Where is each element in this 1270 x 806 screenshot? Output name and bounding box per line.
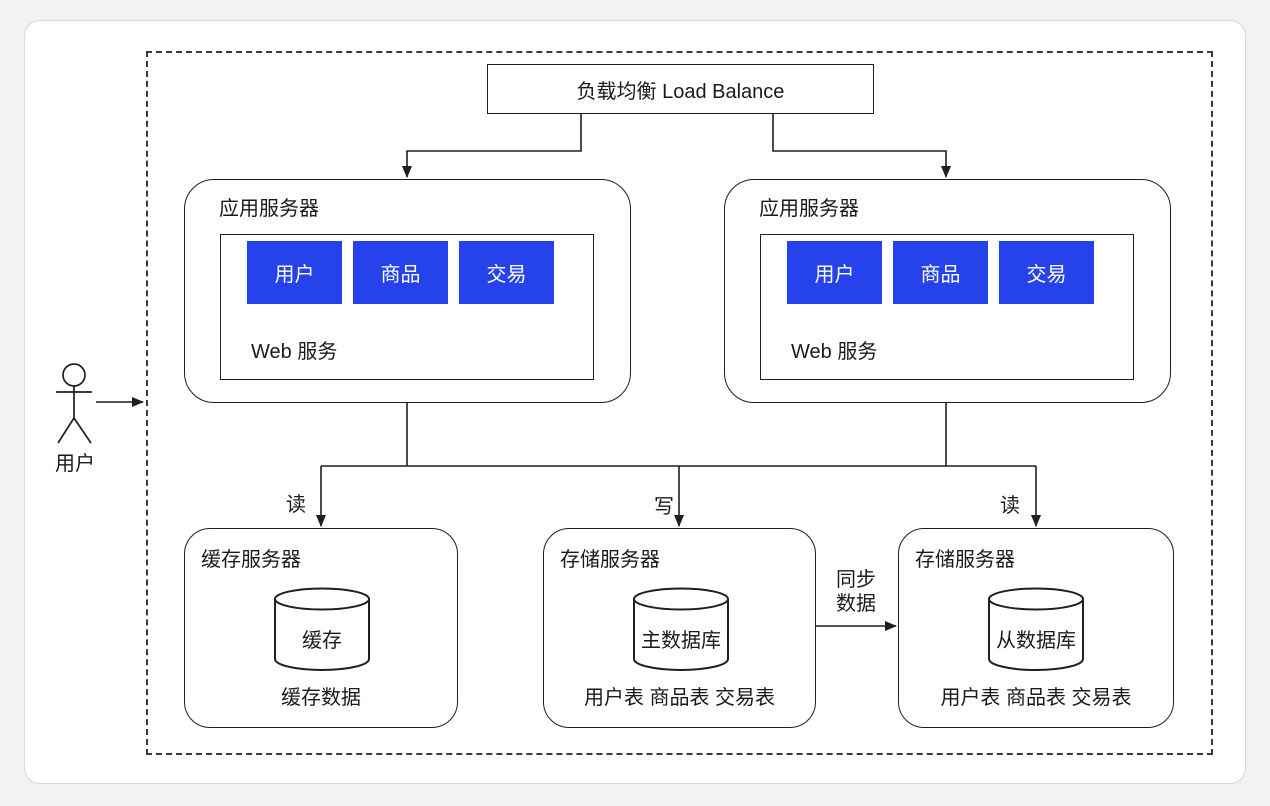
slave-storage-title: 存储服务器 — [915, 549, 1015, 571]
web-service-box: 用户 商品 交易 Web 服务 — [220, 234, 594, 380]
database-cylinder-icon — [274, 587, 370, 671]
module-box-user: 用户 — [787, 241, 882, 304]
module-box-trade: 交易 — [999, 241, 1094, 304]
diagram-card: 负载均衡 Load Balance 应用服务器 用户 商品 交易 Web 服务 … — [24, 20, 1246, 784]
system-boundary — [146, 51, 1213, 755]
module-box-product: 商品 — [893, 241, 988, 304]
master-db-label: 主数据库 — [641, 629, 721, 652]
master-storage-title: 存储服务器 — [560, 549, 660, 571]
app-server-title: 应用服务器 — [219, 198, 319, 220]
load-balancer-label: 负载均衡 Load Balance — [576, 80, 785, 103]
slave-db-label: 从数据库 — [996, 629, 1076, 652]
cache-data-label: 缓存数据 — [281, 687, 361, 709]
module-box-trade: 交易 — [459, 241, 554, 304]
edge-label-read-slave: 读 — [1000, 495, 1020, 517]
master-storage-node: 存储服务器 主数据库 用户表 商品表 交易表 — [543, 528, 816, 728]
module-box-product: 商品 — [353, 241, 448, 304]
slave-storage-node: 存储服务器 从数据库 用户表 商品表 交易表 — [898, 528, 1174, 728]
edge-label-write-master: 写 — [654, 496, 674, 518]
cache-server-node: 缓存服务器 缓存 缓存数据 — [184, 528, 458, 728]
master-tables-label: 用户表 商品表 交易表 — [583, 687, 776, 709]
module-box-user: 用户 — [247, 241, 342, 304]
database-cylinder-icon — [988, 587, 1084, 671]
cache-store-label: 缓存 — [302, 629, 342, 652]
load-balancer-node: 负载均衡 Load Balance — [487, 64, 874, 114]
app-server-node-left: 应用服务器 用户 商品 交易 Web 服务 — [184, 179, 631, 403]
edge-label-sync-data: 同步 数据 — [825, 568, 887, 616]
web-service-box: 用户 商品 交易 Web 服务 — [760, 234, 1134, 380]
cache-server-title: 缓存服务器 — [201, 549, 301, 571]
database-cylinder-icon — [633, 587, 729, 671]
user-actor-icon — [56, 363, 92, 444]
app-server-node-right: 应用服务器 用户 商品 交易 Web 服务 — [724, 179, 1171, 403]
edge-label-read-cache: 读 — [286, 494, 306, 516]
app-server-title: 应用服务器 — [759, 198, 859, 220]
user-actor-label: 用户 — [55, 453, 95, 475]
sync-label-line2: 数据 — [836, 593, 876, 615]
sync-label-line1: 同步 — [836, 569, 876, 591]
web-service-label: Web 服务 — [251, 341, 338, 363]
slave-tables-label: 用户表 商品表 交易表 — [940, 687, 1132, 709]
web-service-label: Web 服务 — [791, 341, 878, 363]
